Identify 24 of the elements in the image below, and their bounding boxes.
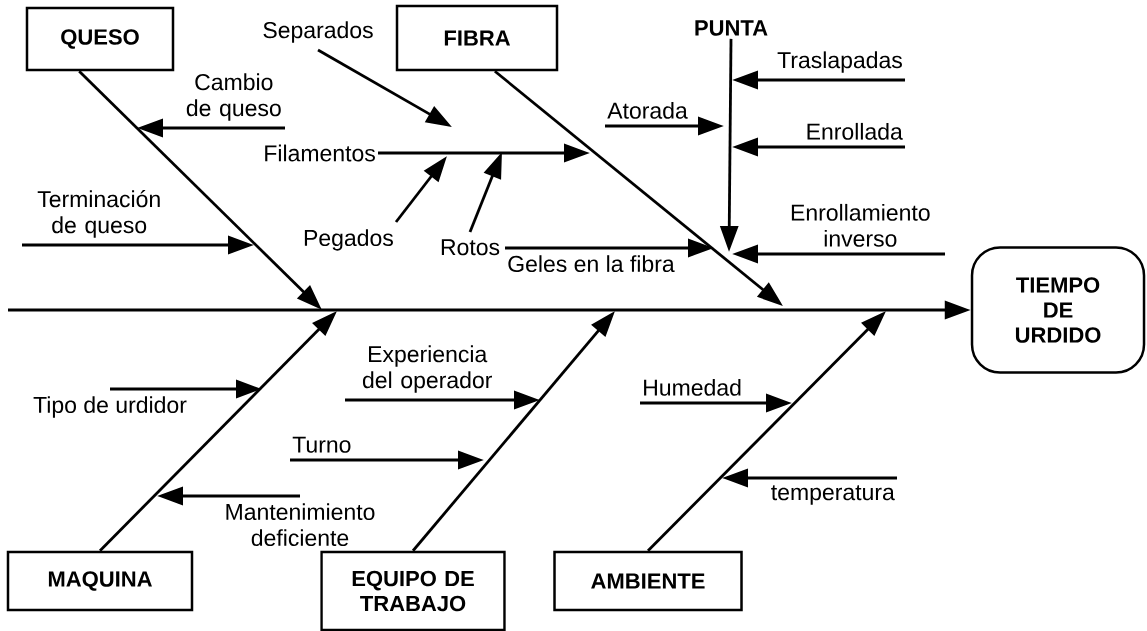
cause-label: Traslapadas (777, 51, 902, 73)
cause-label: Rotos (441, 239, 500, 256)
cause-label: Geles en la fibra (508, 255, 675, 273)
cause-label: Humedad (644, 378, 741, 396)
cause-label: Separados (263, 21, 373, 43)
category-box: MAQUINA (6, 550, 194, 612)
category-box: EQUIPO DE TRABAJO (320, 550, 506, 631)
cause-label: Turno (292, 436, 351, 453)
cause-label: Tipo de urdidor (33, 396, 187, 418)
cause-label: Pegados (304, 229, 393, 251)
cause-label: Cambio de queso (186, 73, 281, 121)
category-box: AMBIENTE (553, 550, 743, 612)
cause-label: Mantenimiento deficiente (226, 503, 375, 547)
category-box: QUESO (25, 6, 175, 72)
cause-label: Terminación de queso (37, 190, 160, 238)
cause-label: Experiencia del operador (362, 345, 492, 393)
cause-label: Atorada (607, 101, 688, 119)
cause-label: Enrollada (807, 122, 903, 140)
category-label: PUNTA (695, 20, 768, 36)
cause-label: Enrollamiento inverso (791, 203, 930, 247)
category-box: FIBRA (395, 4, 559, 72)
cause-label: Filamentos (265, 144, 375, 162)
cause-label: temperatura (771, 485, 895, 505)
effect-box: TIEMPO DE URDIDO (970, 246, 1146, 374)
